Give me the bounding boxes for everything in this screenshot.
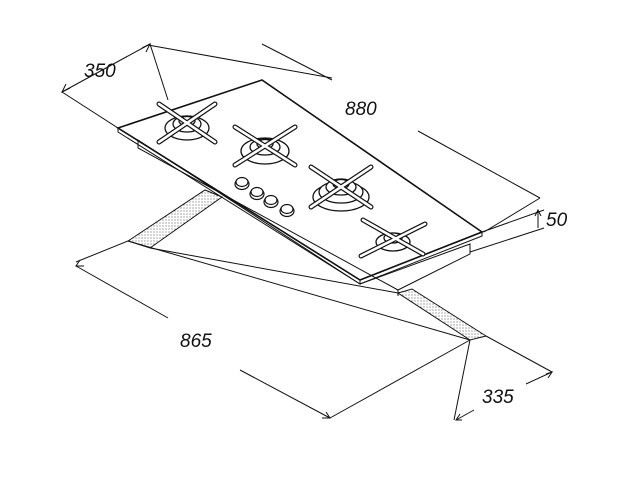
knob-4[interactable] <box>279 203 295 218</box>
dimension-height <box>469 208 545 253</box>
burner-4 <box>358 217 428 259</box>
knob-2[interactable] <box>249 186 265 201</box>
dimension-cutout-depth <box>453 335 554 421</box>
cutout-left-strip <box>126 189 224 249</box>
control-knobs <box>234 176 295 218</box>
dimension-cutout-width <box>75 240 471 419</box>
burner-2 <box>232 124 298 168</box>
cutout-inner-front-edge <box>149 247 399 294</box>
knob-1[interactable] <box>234 176 250 191</box>
label-depth-top: 350 <box>84 61 116 82</box>
cutout-front-edge <box>127 240 471 341</box>
burner-3-wok <box>308 164 374 212</box>
label-height: 50 <box>546 210 568 231</box>
burner-1 <box>156 101 218 145</box>
knob-3[interactable] <box>263 194 279 209</box>
label-cutout-depth: 335 <box>482 387 514 408</box>
glass-top <box>116 79 484 281</box>
label-width-top: 880 <box>345 99 377 120</box>
dimension-depth-top <box>60 42 169 129</box>
label-cutout-width: 865 <box>180 331 212 352</box>
glass-side-edge <box>359 231 483 285</box>
dimension-width-top <box>147 43 541 233</box>
hob-base <box>137 139 471 291</box>
worktop-cutout <box>126 189 488 341</box>
